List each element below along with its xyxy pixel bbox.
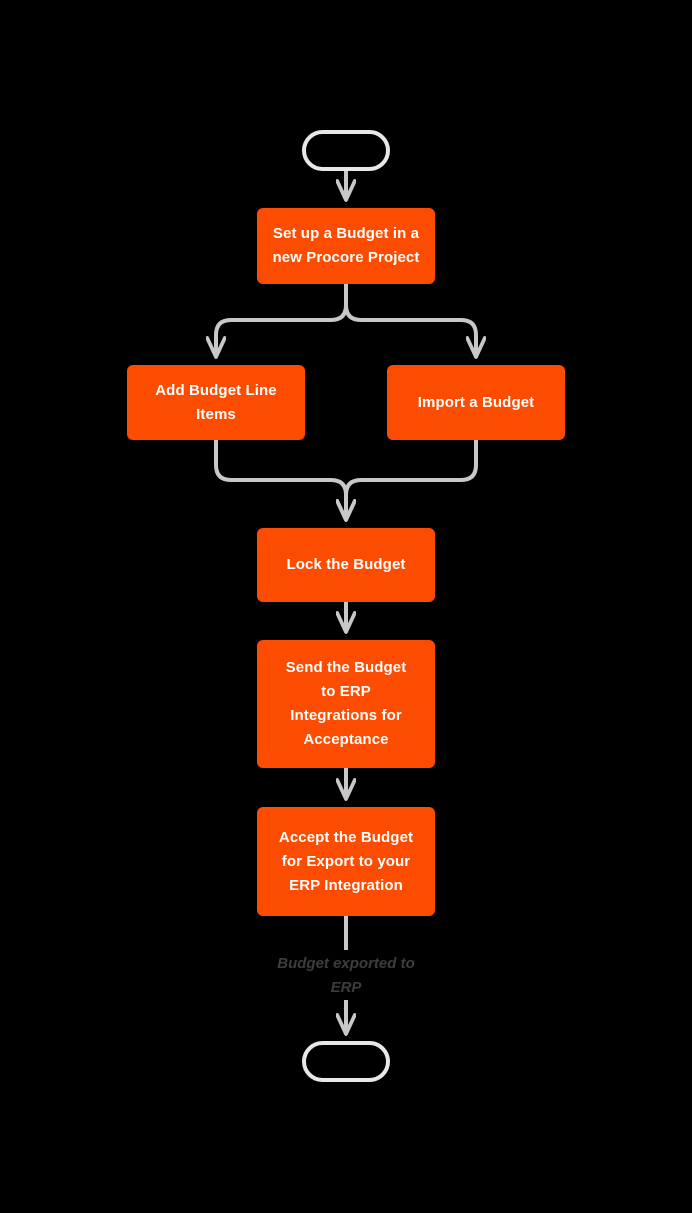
node-import-budget-label: Import a Budget — [417, 393, 535, 411]
edge-label-budget-exported-to-erp: Budget exported to ERP — [277, 955, 415, 996]
node-add-budget-line-items[interactable]: Add Budget Line Items — [127, 365, 305, 440]
node-send-budget-to-erp-label: Send the Budget to ERP Integrations for … — [285, 659, 407, 748]
edge-setup-to-add-line-items — [216, 284, 348, 357]
edge-add-line-items-to-lock — [214, 440, 346, 520]
node-set-up-budget-label: Set up a Budget in a new Procore Project — [272, 225, 420, 266]
node-send-budget-to-erp[interactable]: Send the Budget to ERP Integrations for … — [257, 640, 435, 768]
node-accept-budget-label: Accept the Budget for Export to your ERP… — [278, 828, 414, 894]
node-start[interactable] — [302, 130, 390, 171]
edge-setup-to-import — [344, 284, 476, 357]
edge-import-to-lock — [346, 440, 478, 520]
node-add-budget-line-items-label: Add Budget Line Items — [155, 381, 277, 423]
node-lock-budget[interactable]: Lock the Budget — [257, 528, 435, 602]
node-set-up-budget[interactable]: Set up a Budget in a new Procore Project — [257, 208, 435, 284]
node-end[interactable] — [302, 1041, 390, 1082]
node-lock-budget-label: Lock the Budget — [286, 556, 406, 573]
node-import-budget[interactable]: Import a Budget — [387, 365, 565, 440]
node-accept-budget[interactable]: Accept the Budget for Export to your ERP… — [257, 807, 435, 916]
